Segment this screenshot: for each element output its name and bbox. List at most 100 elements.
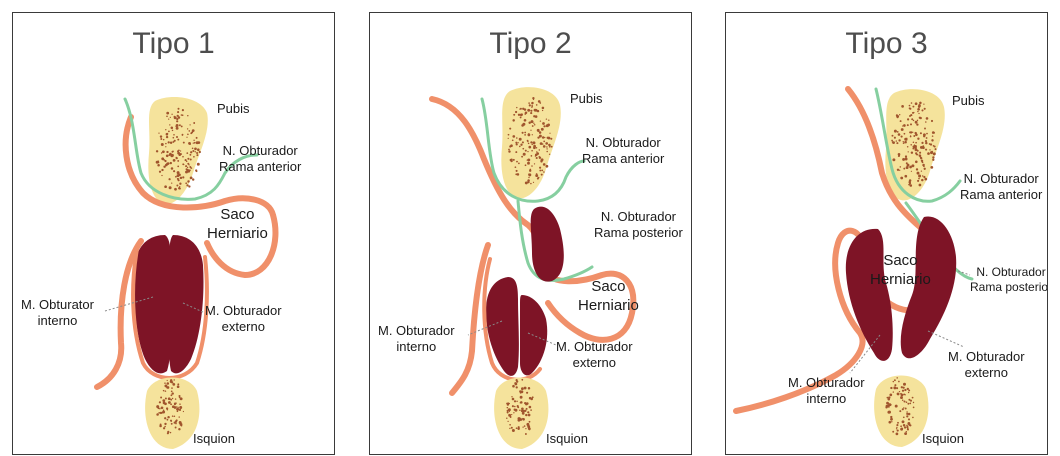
label-nerve-anterior: N. Obturador Rama anterior [582,135,664,167]
bone-speckle [165,143,166,144]
bone-speckle [530,110,532,112]
bone-speckle [537,110,539,112]
bone-speckle [546,124,549,127]
bone-speckle [887,411,890,414]
bone-speckle [908,392,909,393]
bone-speckle [543,141,545,143]
bone-speckle [526,402,529,405]
bone-speckle [914,146,917,149]
bone-speckle [181,125,183,127]
bone-speckle [178,108,180,110]
bone-speckle [913,402,914,403]
bone-speckle [195,151,196,152]
bone-speckle [179,416,180,417]
leader-external [928,331,964,347]
bone-speckle [161,143,164,146]
label-nerve-anterior: N. Obturador Rama anterior [960,171,1042,203]
bone-speckle [918,113,919,114]
bone-speckle [910,123,912,125]
bone-speckle [910,114,912,116]
bone-speckle [164,382,166,384]
bone-speckle [173,137,175,139]
bone-speckle [186,168,188,170]
bone-speckle [186,152,188,154]
bone-speckle [895,405,898,408]
bone-speckle [178,395,180,397]
bone-speckle [538,100,541,103]
bone-speckle [157,164,160,167]
bone-speckle [904,432,907,435]
bone-speckle [172,398,173,399]
label-hernia-sac: Saco Herniario [870,251,931,289]
bone-speckle [932,131,933,132]
bone-speckle [514,406,516,408]
bone-speckle [185,165,187,167]
bone-speckle [903,168,905,170]
bone-speckle [166,387,167,388]
bone-speckle [175,427,177,429]
bone-speckle [922,161,924,163]
bone-speckle [529,397,532,400]
bone-speckle [916,168,918,170]
bone-speckle [171,127,174,130]
bone-speckle [892,141,893,142]
bone-speckle [164,417,166,419]
bone-speckle [935,148,937,150]
bone-speckle [893,386,896,389]
bone-speckle [515,151,517,153]
bone-speckle [540,120,541,121]
bone-speckle [908,413,911,416]
bone-speckle [896,387,898,389]
bone-speckle [156,405,159,408]
bone-speckle [531,107,532,108]
bone-speckle [522,418,525,421]
bone-speckle [896,377,898,379]
bone-speckle [539,170,541,172]
bone-speckle [522,412,525,415]
bone-speckle [524,113,526,115]
bone-speckle [158,132,159,133]
bone-speckle [542,107,545,110]
bone-speckle [159,171,161,173]
label-ischium: Isquion [922,431,964,447]
bone-speckle [534,124,536,126]
bone-speckle [894,384,896,386]
bone-speckle [897,393,900,396]
bone-speckle [158,160,159,161]
bone-speckle [165,129,166,130]
bone-speckle [524,134,526,136]
bone-speckle [908,418,910,420]
bone-speckle [162,151,164,153]
label-pubis: Pubis [570,91,603,107]
bone-speckle [170,403,172,405]
bone-speckle [528,146,531,149]
bone-speckle [170,399,172,401]
bone-speckle [186,137,187,138]
bone-speckle [516,380,518,382]
panel-tipo-1: Tipo 1 Pubis N. Obturador Rama anterior … [12,12,335,455]
bone-speckle [549,133,550,134]
bone-speckle [172,130,174,132]
bone-speckle [511,414,512,415]
bone-speckle [518,114,520,116]
bone-speckle [165,390,167,392]
bone-speckle [168,118,169,119]
panel-title: Tipo 3 [726,27,1047,61]
bone-speckle [172,383,175,386]
bone-speckle [167,380,168,381]
bone-speckle [527,109,530,112]
bone-speckle [170,420,172,422]
bone-speckle [896,140,897,141]
bone-speckle [517,406,519,408]
bone-speckle [174,188,177,191]
bone-speckle [193,156,195,158]
bone-speckle [519,138,522,141]
bone-speckle [907,146,909,148]
panel-3-illustration [726,13,1048,455]
bone-speckle [182,156,184,158]
bone-speckle [916,123,918,125]
bone-speckle [183,142,185,144]
bone-speckle [172,405,175,408]
bone-speckle [193,122,195,124]
pubis-bone [885,89,944,200]
